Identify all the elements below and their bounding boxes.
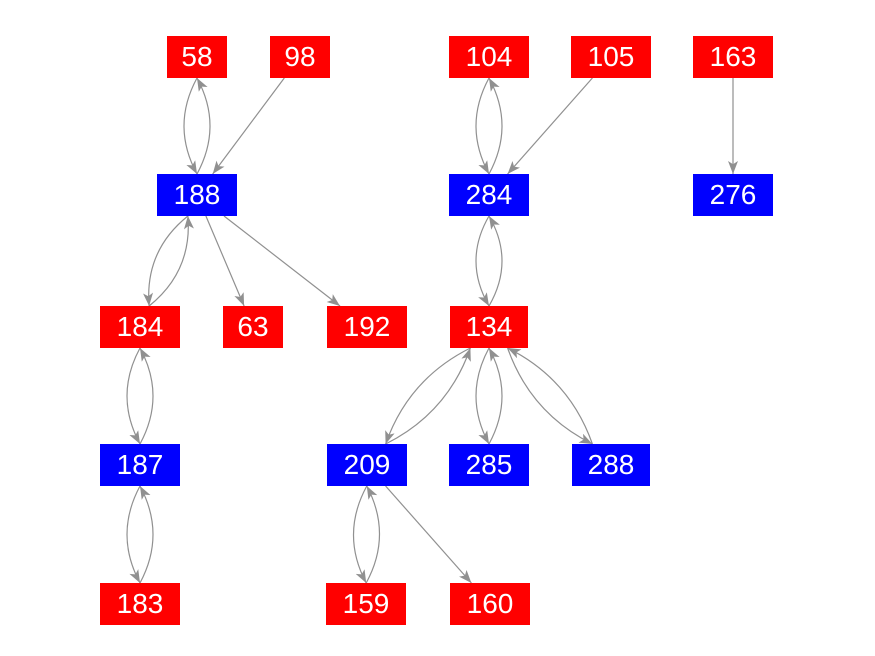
node-label: 184 (116, 311, 164, 342)
edge-134-209 (385, 347, 471, 445)
node-label: 284 (465, 179, 513, 210)
graph-node-187: 187 (100, 444, 180, 486)
graph-node-104: 104 (449, 36, 529, 78)
graph-node-163: 163 (693, 36, 773, 78)
edge-134-285 (475, 347, 490, 445)
graph-node-288: 288 (572, 444, 650, 486)
edge-284-134 (475, 215, 490, 307)
graph-node-58: 58 (167, 36, 227, 78)
edge-134-284 (488, 215, 503, 307)
edge-188-192 (223, 215, 341, 307)
graph-node-183: 183 (100, 583, 180, 625)
edge-209-134 (385, 347, 471, 445)
edge-288-134 (507, 347, 593, 445)
edge-188-58 (196, 77, 211, 175)
node-label: 159 (342, 588, 390, 619)
node-label: 58 (181, 41, 213, 72)
node-label: 163 (709, 41, 757, 72)
graph-node-63: 63 (223, 306, 283, 348)
node-label: 209 (343, 449, 391, 480)
edge-209-160 (385, 485, 472, 584)
node-label: 105 (587, 41, 635, 72)
edge-188-63 (205, 215, 245, 307)
edge-184-187 (126, 347, 141, 445)
edge-159-209 (365, 485, 381, 584)
edge-209-159 (352, 485, 368, 584)
edge-58-188 (183, 77, 198, 175)
edge-188-184 (143, 215, 189, 307)
node-label: 192 (343, 311, 391, 342)
node-label: 285 (465, 449, 513, 480)
edge-98-188 (212, 77, 285, 175)
edge-134-288 (507, 347, 593, 445)
graph-node-105: 105 (571, 36, 651, 78)
graph-node-188: 188 (157, 174, 237, 216)
graph-node-276: 276 (693, 174, 773, 216)
graph-node-284: 284 (449, 174, 529, 216)
node-label: 188 (173, 179, 221, 210)
graph-node-285: 285 (449, 444, 529, 486)
node-label: 134 (465, 311, 513, 342)
node-label: 187 (116, 449, 164, 480)
node-label: 288 (587, 449, 635, 480)
graph-node-159: 159 (326, 583, 406, 625)
edge-184-188 (148, 215, 194, 307)
graph-node-160: 160 (450, 583, 530, 625)
edge-187-184 (139, 347, 154, 445)
node-label: 98 (284, 41, 316, 72)
graph-node-209: 209 (327, 444, 407, 486)
node-label: 160 (466, 588, 514, 619)
node-label: 276 (709, 179, 757, 210)
node-label: 63 (237, 311, 269, 342)
edge-284-104 (488, 77, 503, 175)
edge-187-183 (126, 485, 141, 584)
graph-node-192: 192 (327, 306, 407, 348)
edge-104-284 (475, 77, 490, 175)
graph-node-134: 134 (450, 306, 528, 348)
graph-node-184: 184 (100, 306, 180, 348)
edge-285-134 (488, 347, 503, 445)
graph-node-98: 98 (270, 36, 330, 78)
edge-105-284 (507, 77, 593, 175)
node-label: 104 (465, 41, 513, 72)
node-label: 183 (116, 588, 164, 619)
edge-183-187 (139, 485, 154, 584)
